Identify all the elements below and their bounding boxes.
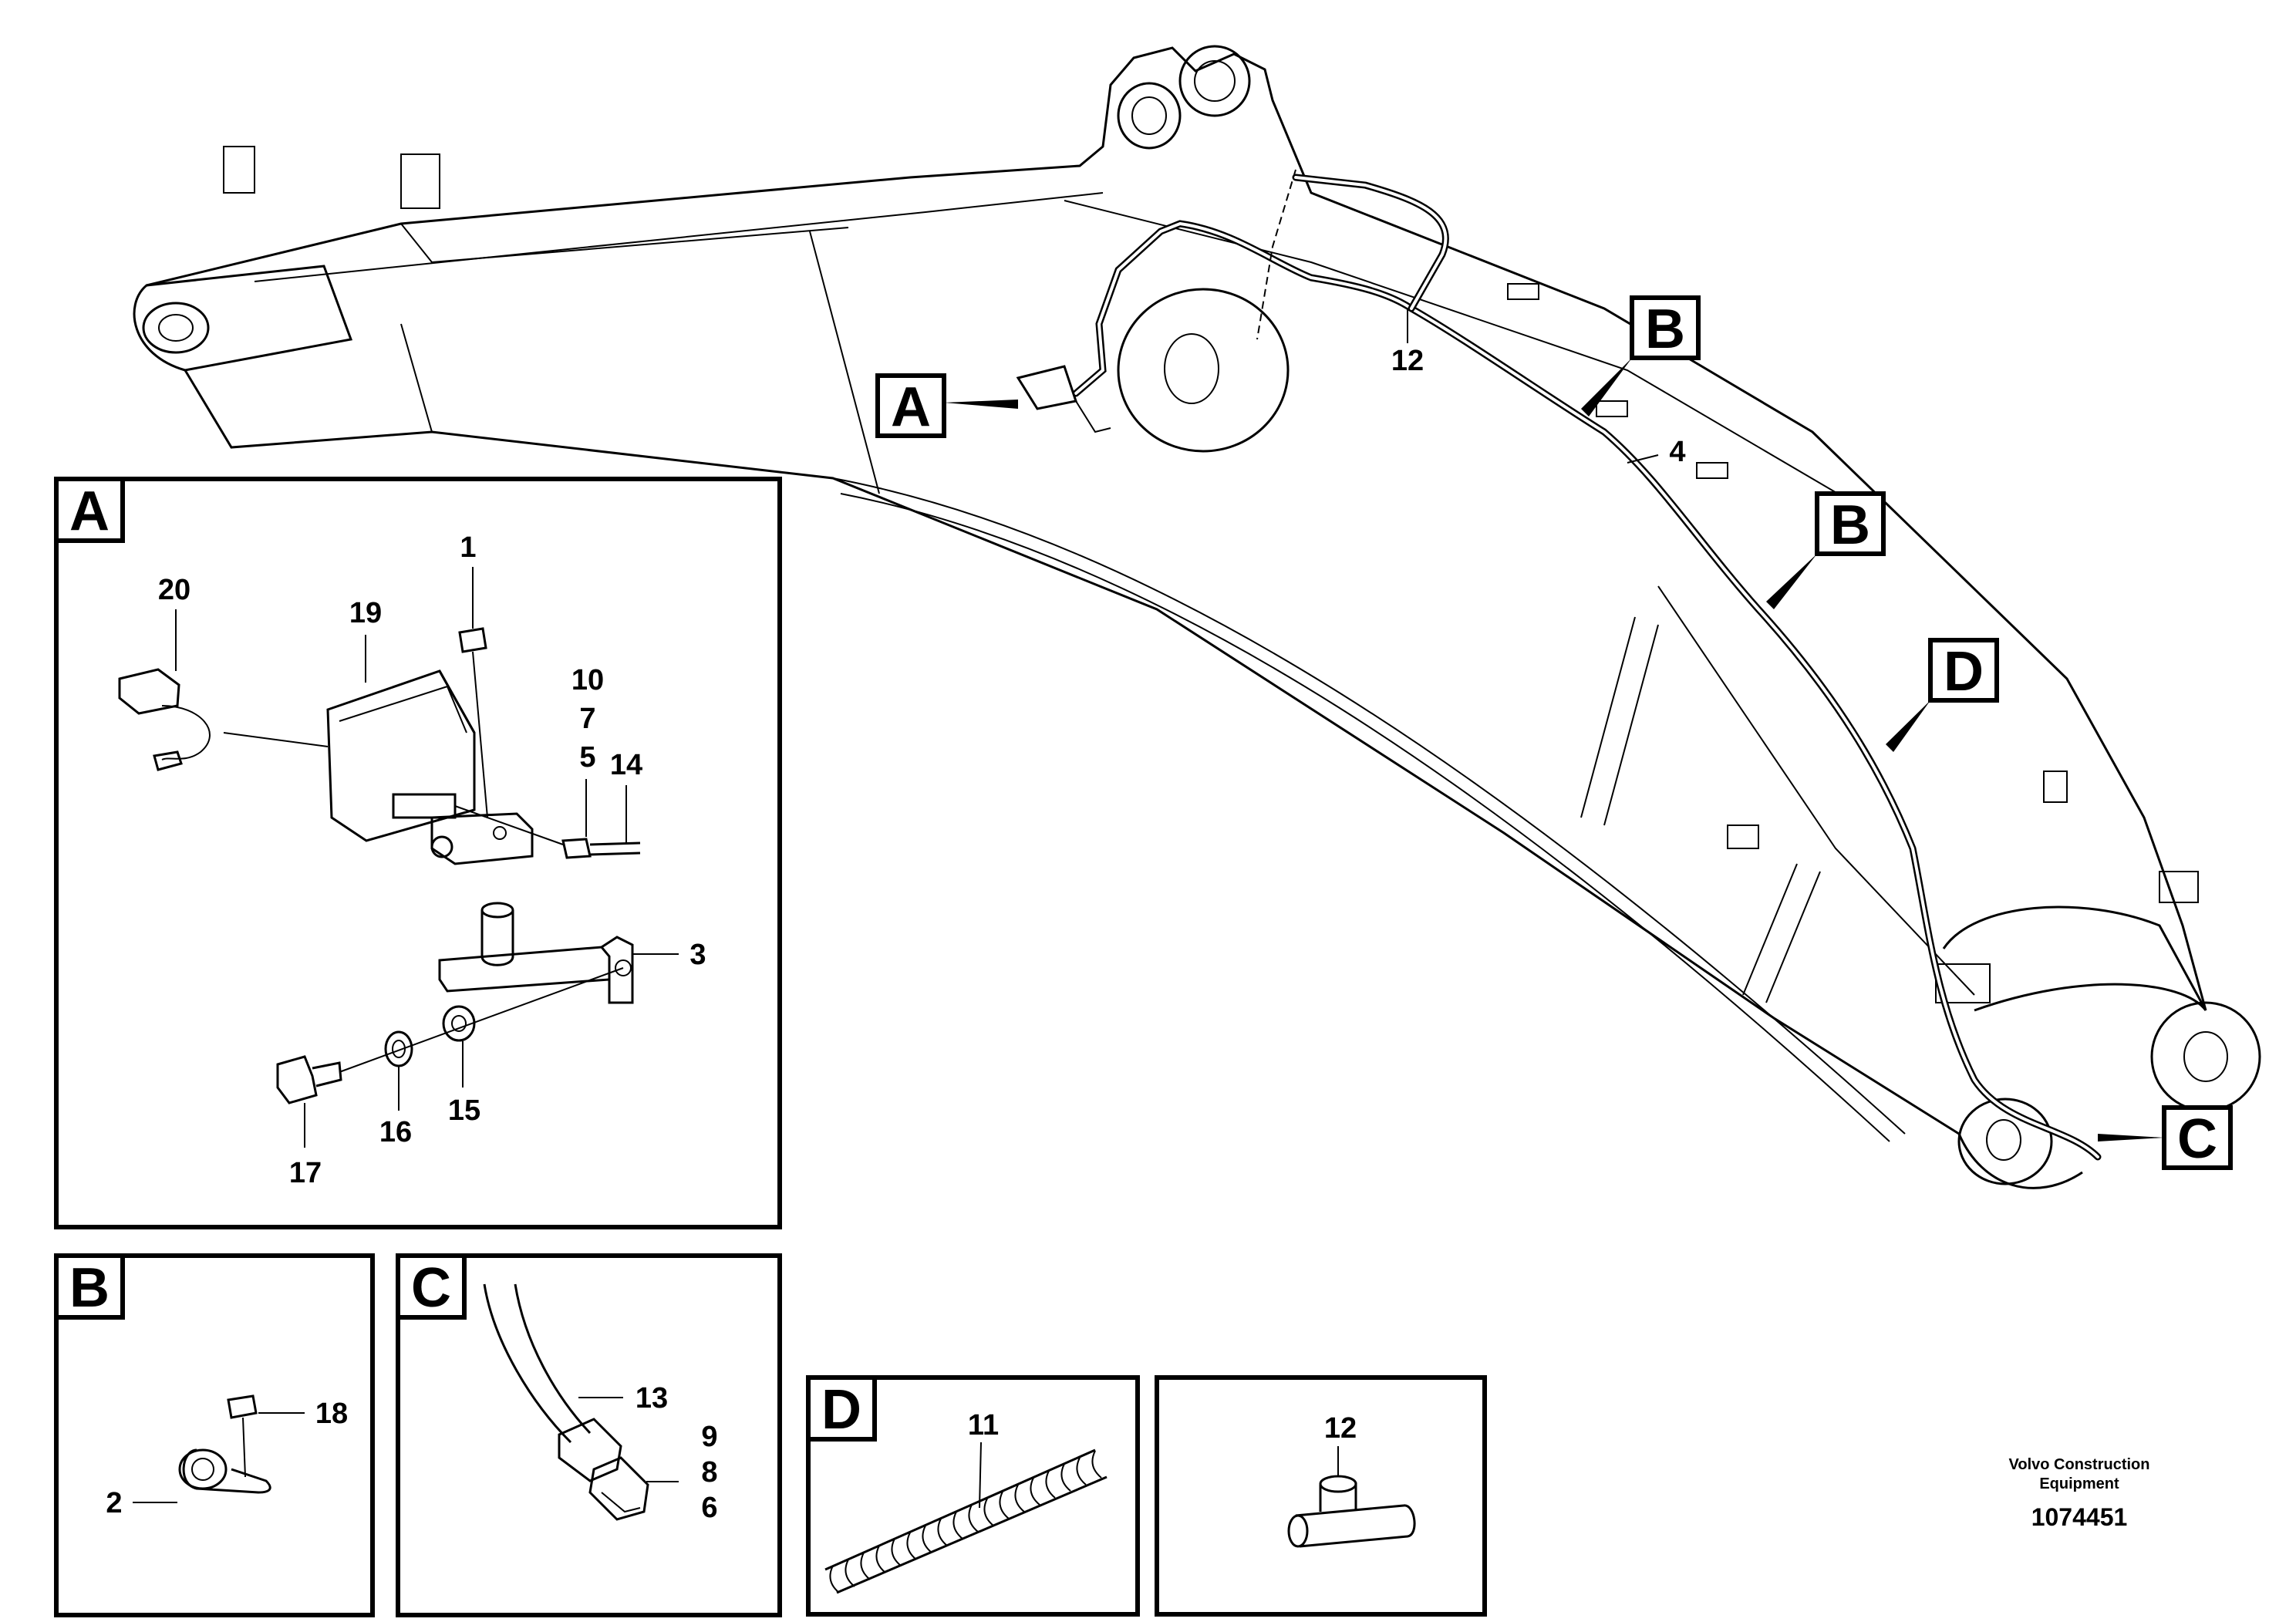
part-label-1: 1	[460, 531, 476, 564]
footer: Volvo Construction Equipment 1074451	[2009, 1456, 2150, 1531]
detail-a-label-box	[54, 477, 125, 543]
detail-d-label-box	[806, 1375, 877, 1442]
part-label-17: 17	[289, 1157, 322, 1189]
detail-e-panel: 12	[1155, 1375, 1487, 1617]
part-label-11: 11	[968, 1409, 999, 1442]
main-callouts: A B B D C 12 4	[875, 295, 2233, 1170]
callout-box-b-lower	[1815, 491, 1886, 556]
company-name-line1: Volvo Construction	[2009, 1456, 2150, 1473]
company-name-line2: Equipment	[2039, 1475, 2119, 1492]
detail-b-letter: B	[69, 1257, 110, 1319]
part-label-12: 12	[1324, 1412, 1357, 1445]
callout-box-a	[875, 373, 946, 438]
callout-num-4: 4	[1669, 436, 1685, 468]
part-label-14: 14	[610, 749, 642, 781]
detail-b-panel: B 18 2	[54, 1253, 375, 1617]
part-label-19: 19	[349, 597, 382, 629]
part-label-8: 8	[701, 1456, 717, 1489]
callout-num-12: 12	[1391, 345, 1424, 377]
part-label-20: 20	[158, 574, 190, 606]
part-label-5: 5	[579, 741, 595, 774]
detail-c-panel: C 13 9 8 6	[396, 1253, 782, 1617]
part-label-9: 9	[701, 1421, 717, 1453]
part-label-15: 15	[448, 1094, 480, 1127]
callout-letter-b-upper: B	[1645, 298, 1685, 360]
detail-c-label-box	[396, 1253, 467, 1320]
work-lamp	[326, 669, 476, 842]
callout-letter-a: A	[891, 376, 931, 438]
part-label-6: 6	[701, 1492, 717, 1524]
callout-letter-d: D	[1944, 641, 1984, 703]
part-label-16: 16	[379, 1116, 412, 1148]
detail-b-label-box	[54, 1253, 125, 1320]
drawing-number: 1074451	[2031, 1503, 2128, 1531]
callout-box-d	[1928, 638, 1999, 703]
part-label-18: 18	[315, 1398, 348, 1430]
callout-box-b-upper	[1630, 295, 1701, 360]
detail-a-letter: A	[69, 481, 110, 542]
main-wire-harness	[1016, 169, 2102, 1161]
detail-a-panel: A	[54, 477, 782, 1229]
part-label-10: 10	[571, 664, 604, 696]
callout-box-c	[2162, 1105, 2233, 1170]
tee-connector	[1287, 1475, 1416, 1548]
corrugated-tube	[824, 1448, 1108, 1594]
detail-c-letter: C	[411, 1257, 451, 1319]
part-label-7: 7	[579, 703, 595, 735]
callout-letter-b-lower: B	[1830, 494, 1870, 556]
part-label-13: 13	[636, 1382, 668, 1415]
boom-illustration	[133, 45, 2261, 1189]
detail-d-letter: D	[821, 1379, 861, 1441]
part-label-2: 2	[106, 1487, 122, 1519]
part-label-3: 3	[689, 939, 706, 971]
detail-d-panel: D 11	[806, 1375, 1140, 1617]
callout-letter-c: C	[2177, 1108, 2217, 1170]
